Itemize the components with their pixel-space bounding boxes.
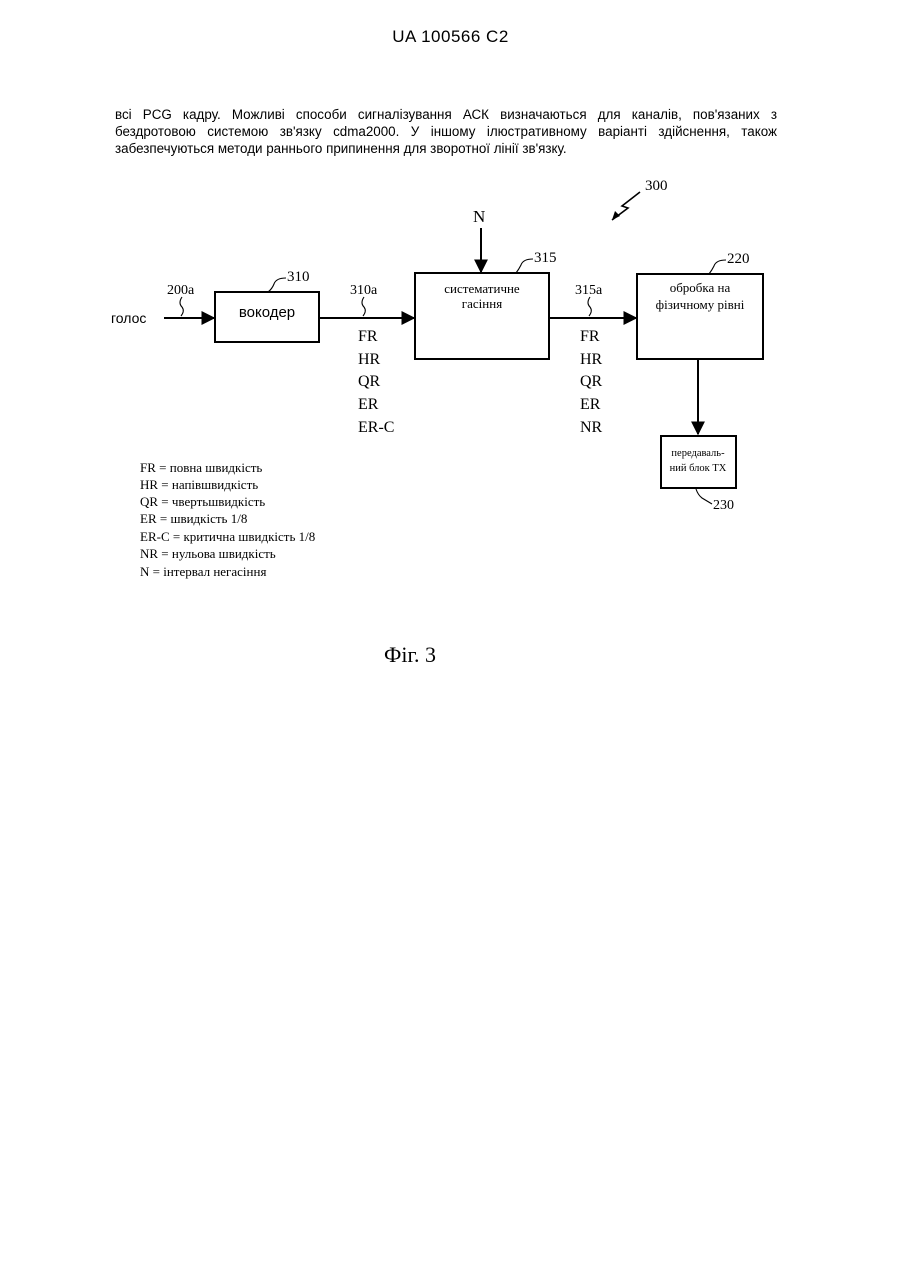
legend-item: N = інтервал негасіння	[140, 564, 266, 579]
rate-label: QR	[358, 373, 381, 390]
tx-label-line1: передаваль-	[671, 448, 725, 459]
legend-item: NR = нульова швидкість	[140, 546, 276, 561]
rate-label: HR	[580, 351, 603, 368]
vocoder-rate-list: FR HR QR ER ER-C	[358, 328, 394, 436]
rate-label: FR	[580, 328, 600, 345]
vocoder-output-ref-leader	[362, 297, 365, 316]
vocoder-label: вокодер	[239, 304, 295, 321]
tx-box	[661, 436, 736, 488]
puncture-output-ref: 315a	[575, 283, 603, 298]
rate-label: ER-C	[358, 419, 394, 436]
rate-label: HR	[358, 351, 381, 368]
n-input-label: N	[473, 207, 485, 226]
legend-item: ER-C = критична швидкість 1/8	[140, 529, 315, 544]
figure-ref-label: 300	[645, 178, 668, 194]
input-ref: 200a	[167, 283, 195, 298]
vocoder-ref: 310	[287, 269, 310, 285]
tx-label-line2: ний блок ТХ	[670, 463, 727, 474]
rate-label: QR	[580, 373, 603, 390]
input-label: голос	[111, 310, 146, 326]
legend-item: QR = чвертьшвидкість	[140, 494, 265, 509]
puncture-label-line1: систематичне	[444, 281, 520, 296]
phy-ref-leader	[709, 260, 726, 274]
puncture-label-line2: гасіння	[462, 296, 502, 311]
vocoder-output-ref: 310a	[350, 283, 378, 298]
rate-label: NR	[580, 419, 603, 436]
puncture-output-ref-leader	[588, 297, 591, 316]
legend: FR = повна швидкість HR = напівшвидкість…	[140, 460, 315, 579]
figure-caption: Фіг. 3	[384, 642, 436, 667]
figure-ref-arrowhead	[612, 211, 620, 220]
vocoder-ref-leader	[268, 278, 286, 292]
legend-item: ER = швидкість 1/8	[140, 511, 247, 526]
rate-label: ER	[580, 396, 601, 413]
phy-label-line2: фізичному рівні	[656, 297, 745, 312]
puncture-ref: 315	[534, 250, 557, 266]
tx-ref: 230	[713, 498, 734, 513]
legend-item: HR = напівшвидкість	[140, 477, 258, 492]
tx-ref-leader	[696, 489, 712, 504]
input-ref-leader	[180, 297, 183, 316]
phy-label-line1: обробка на	[670, 280, 731, 295]
rate-label: FR	[358, 328, 378, 345]
phy-ref: 220	[727, 251, 750, 267]
rate-label: ER	[358, 396, 379, 413]
puncture-rate-list: FR HR QR ER NR	[580, 328, 603, 436]
legend-item: FR = повна швидкість	[140, 460, 262, 475]
puncture-ref-leader	[516, 259, 533, 273]
